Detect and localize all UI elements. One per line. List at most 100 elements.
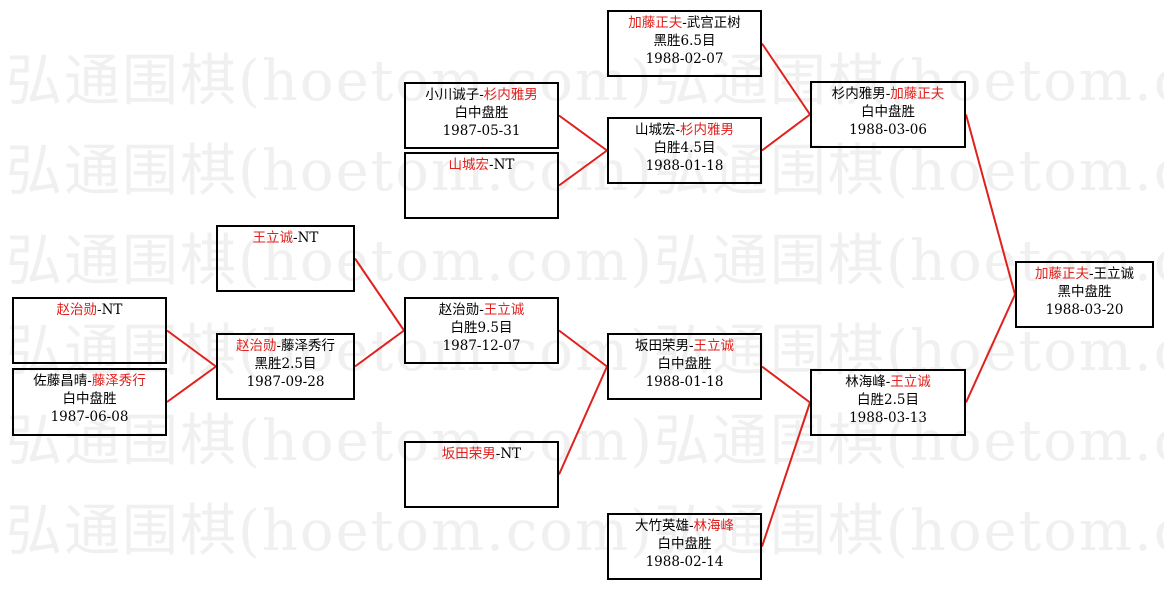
connector-line [166, 365, 217, 403]
match-result [218, 247, 353, 265]
player-two: NT [101, 302, 123, 318]
player-two: 王立诚 [890, 374, 931, 390]
players-line: 王立诚-NT [218, 229, 353, 247]
connector-line [166, 329, 217, 368]
players-line: 大竹英雄-林海峰 [609, 517, 760, 535]
vs-separator: - [885, 86, 891, 102]
players-line: 坂田荣男-王立诚 [609, 337, 760, 355]
match-result [14, 319, 165, 337]
match-box: 赵治勋-NT [12, 297, 167, 364]
match-box: 坂田荣男-NT [404, 441, 559, 508]
player-one: 坂田荣男 [441, 446, 496, 462]
connector-line [558, 149, 608, 187]
vs-separator: - [1088, 266, 1094, 282]
players-line: 赵治勋-藤泽秀行 [218, 337, 353, 355]
connector-line [761, 42, 811, 116]
vs-separator: - [276, 338, 282, 354]
vs-separator: - [479, 87, 484, 103]
connector-line [558, 366, 608, 475]
match-date: 1988-03-20 [1045, 302, 1124, 318]
match-result: 白胜4.5目 [653, 140, 716, 156]
connector-line [965, 114, 1016, 295]
players-line: 山城宏-NT [406, 156, 557, 174]
connector-line [761, 402, 811, 547]
vs-separator: - [688, 518, 694, 534]
match-box: 加藤正夫-武宫正树黑胜6.5目 1988-02-07 [607, 10, 762, 77]
player-two: 藤泽秀行 [281, 338, 336, 354]
match-date: 1987-06-08 [50, 409, 129, 425]
match-box: 佐藤昌晴-藤泽秀行白中盘胜 1987-06-08 [12, 368, 167, 436]
players-line: 加藤正夫-王立诚 [1017, 265, 1152, 283]
vs-separator: - [97, 302, 102, 318]
match-box: 山城宏-NT [404, 152, 559, 219]
player-two: 王立诚 [693, 338, 735, 354]
vs-separator: - [885, 374, 891, 390]
players-line: 杉内雅男-加藤正夫 [812, 85, 964, 103]
player-one: 佐藤昌晴 [33, 373, 88, 389]
match-date [218, 265, 353, 283]
vs-separator: - [688, 338, 694, 354]
player-one: 赵治勋 [56, 302, 98, 318]
vs-separator: - [293, 230, 298, 246]
player-one: 大竹英雄 [634, 518, 689, 534]
vs-separator: - [675, 122, 681, 138]
player-one: 小川诚子 [425, 87, 480, 103]
match-date: 1987-12-07 [442, 338, 521, 354]
players-line: 赵治勋-NT [14, 301, 165, 319]
player-one: 加藤正夫 [628, 15, 683, 31]
player-two: 加藤正夫 [890, 86, 945, 102]
match-result: 白中盘胜 [62, 391, 117, 407]
match-result: 白中盘胜 [657, 356, 712, 372]
match-date: 1987-09-28 [246, 374, 325, 390]
player-one: 林海峰 [845, 374, 886, 390]
match-result: 黑胜2.5目 [254, 356, 317, 372]
player-one: 加藤正夫 [1034, 266, 1089, 282]
match-date: 1988-01-18 [645, 158, 724, 174]
player-two: NT [500, 446, 522, 462]
player-one: 坂田荣男 [634, 338, 689, 354]
match-result: 黑胜6.5目 [653, 33, 716, 49]
player-two: 杉内雅男 [680, 122, 735, 138]
player-two: 林海峰 [693, 518, 735, 534]
vs-separator: - [682, 15, 687, 31]
match-date: 1988-03-13 [849, 410, 927, 426]
match-result: 黑中盘胜 [1057, 284, 1112, 300]
match-result: 白中盘胜 [861, 104, 915, 120]
player-two: 武宫正树 [686, 15, 741, 31]
player-two: NT [297, 230, 319, 246]
players-line: 赵治勋-王立诚 [406, 301, 557, 319]
player-two: 王立诚 [1093, 266, 1135, 282]
connector-line [558, 114, 608, 152]
match-date: 1988-02-14 [645, 554, 724, 570]
player-two: 藤泽秀行 [91, 373, 146, 389]
player-two: NT [493, 157, 515, 173]
match-date: 1988-02-07 [645, 51, 724, 67]
connector-line [761, 113, 811, 152]
player-one: 山城宏 [448, 157, 490, 173]
vs-separator: - [489, 157, 494, 173]
match-result: 白中盘胜 [454, 105, 509, 121]
connector-line [965, 294, 1016, 403]
match-box: 王立诚-NT [216, 225, 355, 292]
players-line: 林海峰-王立诚 [812, 373, 964, 391]
vs-separator: - [87, 373, 92, 389]
player-two: 杉内雅男 [483, 87, 538, 103]
match-date [406, 481, 557, 499]
player-two: 王立诚 [483, 302, 525, 318]
players-line: 坂田荣男-NT [406, 445, 557, 463]
match-date: 1988-01-18 [645, 374, 724, 390]
connector-line [354, 257, 405, 332]
player-one: 王立诚 [252, 230, 294, 246]
match-result: 白中盘胜 [657, 536, 712, 552]
player-one: 赵治勋 [438, 302, 480, 318]
match-result [406, 463, 557, 481]
match-result [406, 174, 557, 192]
